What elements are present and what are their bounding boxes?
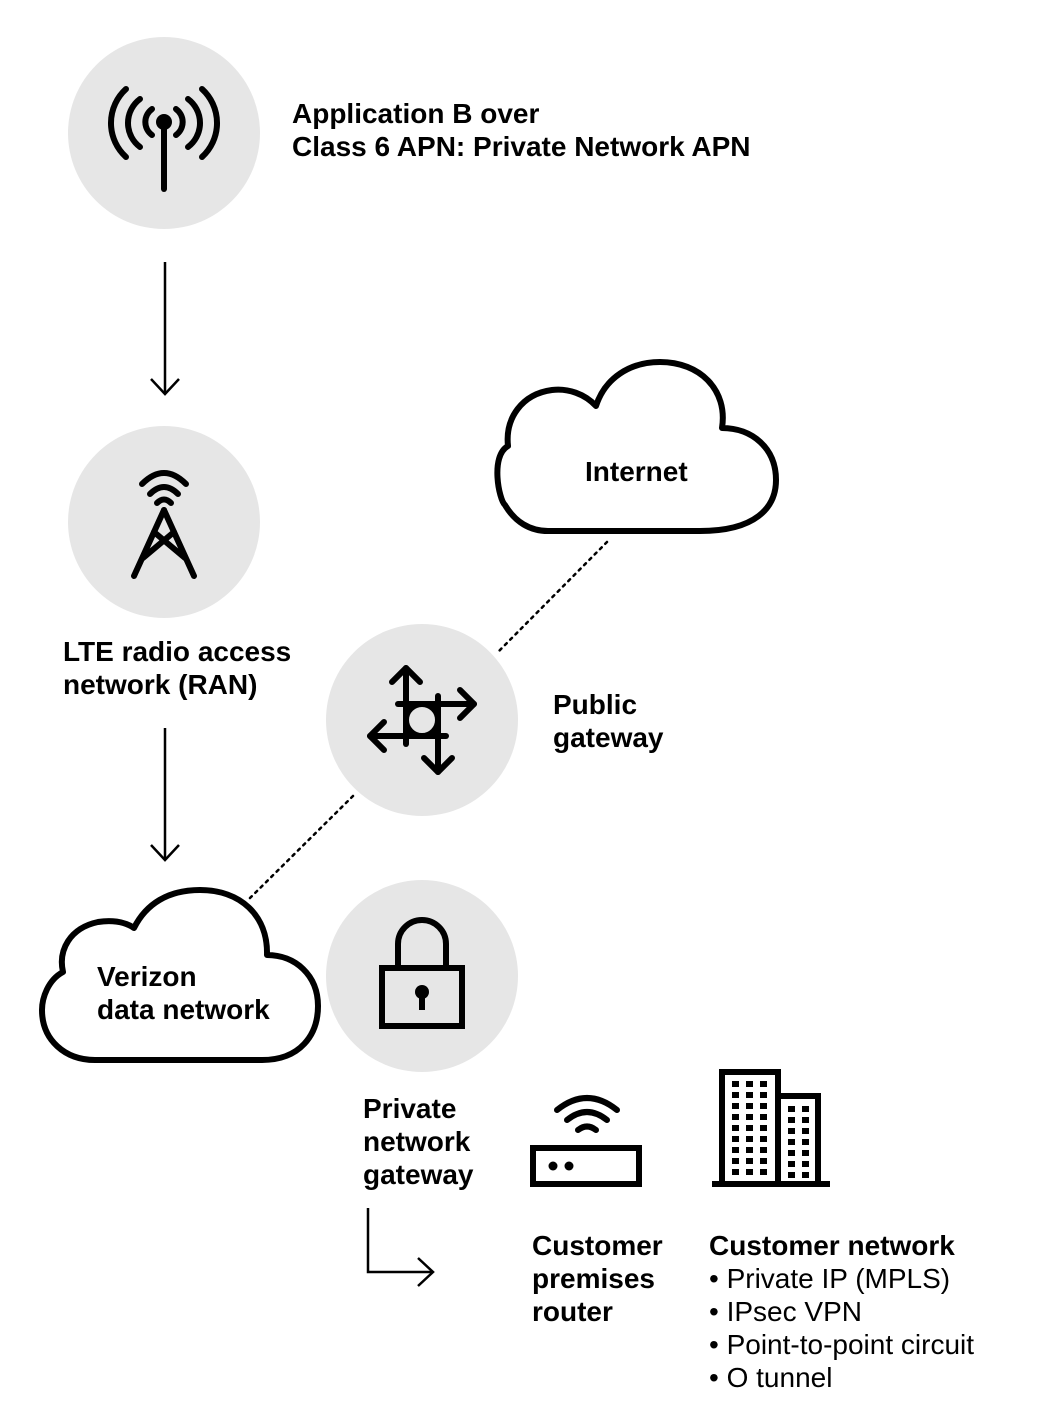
- building-window: [760, 1169, 767, 1175]
- customer-network-item: • Point-to-point circuit: [709, 1329, 975, 1360]
- building-window: [760, 1092, 767, 1098]
- building-window: [788, 1172, 795, 1178]
- building-window: [802, 1139, 809, 1145]
- building-window: [746, 1147, 753, 1153]
- dotted-link-internet-gateway: [496, 540, 609, 654]
- public-gateway-circle: [326, 624, 518, 816]
- building-window: [732, 1081, 739, 1087]
- routing-arrows-icon: [367, 665, 477, 775]
- dotted-link-gateway-verizon: [246, 794, 355, 902]
- building-window: [760, 1103, 767, 1109]
- building-window: [746, 1103, 753, 1109]
- building-window: [802, 1172, 809, 1178]
- building-window: [732, 1147, 739, 1153]
- building-window: [760, 1158, 767, 1164]
- verizon-cloud: [39, 887, 321, 1063]
- app-circle: [68, 37, 260, 229]
- arrow-gateway-to-router: [366, 1208, 435, 1287]
- building-window: [788, 1106, 795, 1112]
- building-window: [732, 1114, 739, 1120]
- private-gateway-label: Private network gateway: [363, 1093, 474, 1190]
- building-window: [746, 1081, 753, 1087]
- building-window: [746, 1114, 753, 1120]
- customer-network-title: Customer network: [709, 1230, 955, 1261]
- ran-label: LTE radio access network (RAN): [63, 636, 292, 700]
- internet-cloud: [494, 359, 779, 534]
- building-window: [760, 1136, 767, 1142]
- building-window: [760, 1147, 767, 1153]
- antenna-icon: [107, 86, 221, 192]
- building-window: [732, 1169, 739, 1175]
- office-building-icon: [712, 1069, 830, 1187]
- building-window: [802, 1106, 809, 1112]
- building-window: [760, 1125, 767, 1131]
- building-window: [746, 1158, 753, 1164]
- building-window: [746, 1136, 753, 1142]
- router-label: Customer premises router: [532, 1230, 663, 1327]
- building-window: [732, 1158, 739, 1164]
- building-window: [788, 1150, 795, 1156]
- building-window: [802, 1117, 809, 1123]
- building-window: [760, 1114, 767, 1120]
- building-window: [732, 1136, 739, 1142]
- building-window: [732, 1092, 739, 1098]
- building-window: [746, 1092, 753, 1098]
- building-window: [802, 1150, 809, 1156]
- public-gateway-label: Public gateway: [553, 689, 664, 753]
- private-gateway-circle: [326, 880, 518, 1072]
- building-window: [746, 1169, 753, 1175]
- building-window: [802, 1161, 809, 1167]
- building-window: [732, 1103, 739, 1109]
- customer-network-item: • IPsec VPN: [709, 1296, 862, 1327]
- customer-network: Customer network • Private IP (MPLS) • I…: [709, 1229, 974, 1394]
- building-window: [732, 1125, 739, 1131]
- building-window: [788, 1128, 795, 1134]
- lock-icon: [379, 917, 465, 1029]
- app-title: Application B over Class 6 APN: Private …: [292, 98, 751, 162]
- building-window: [760, 1081, 767, 1087]
- arrow-ran-to-verizon: [150, 728, 180, 862]
- building-window: [788, 1139, 795, 1145]
- customer-network-item: • O tunnel: [709, 1362, 833, 1393]
- arrow-app-to-ran: [150, 262, 180, 396]
- customer-network-item: • Private IP (MPLS): [709, 1263, 951, 1294]
- internet-label: Internet: [585, 456, 688, 487]
- building-window: [802, 1128, 809, 1134]
- building-window: [788, 1161, 795, 1167]
- ran-circle: [68, 426, 260, 618]
- cell-tower-icon: [131, 470, 197, 579]
- wifi-router-icon: [530, 1095, 642, 1187]
- building-window: [788, 1117, 795, 1123]
- verizon-label: Verizon data network: [97, 961, 270, 1025]
- building-window: [746, 1125, 753, 1131]
